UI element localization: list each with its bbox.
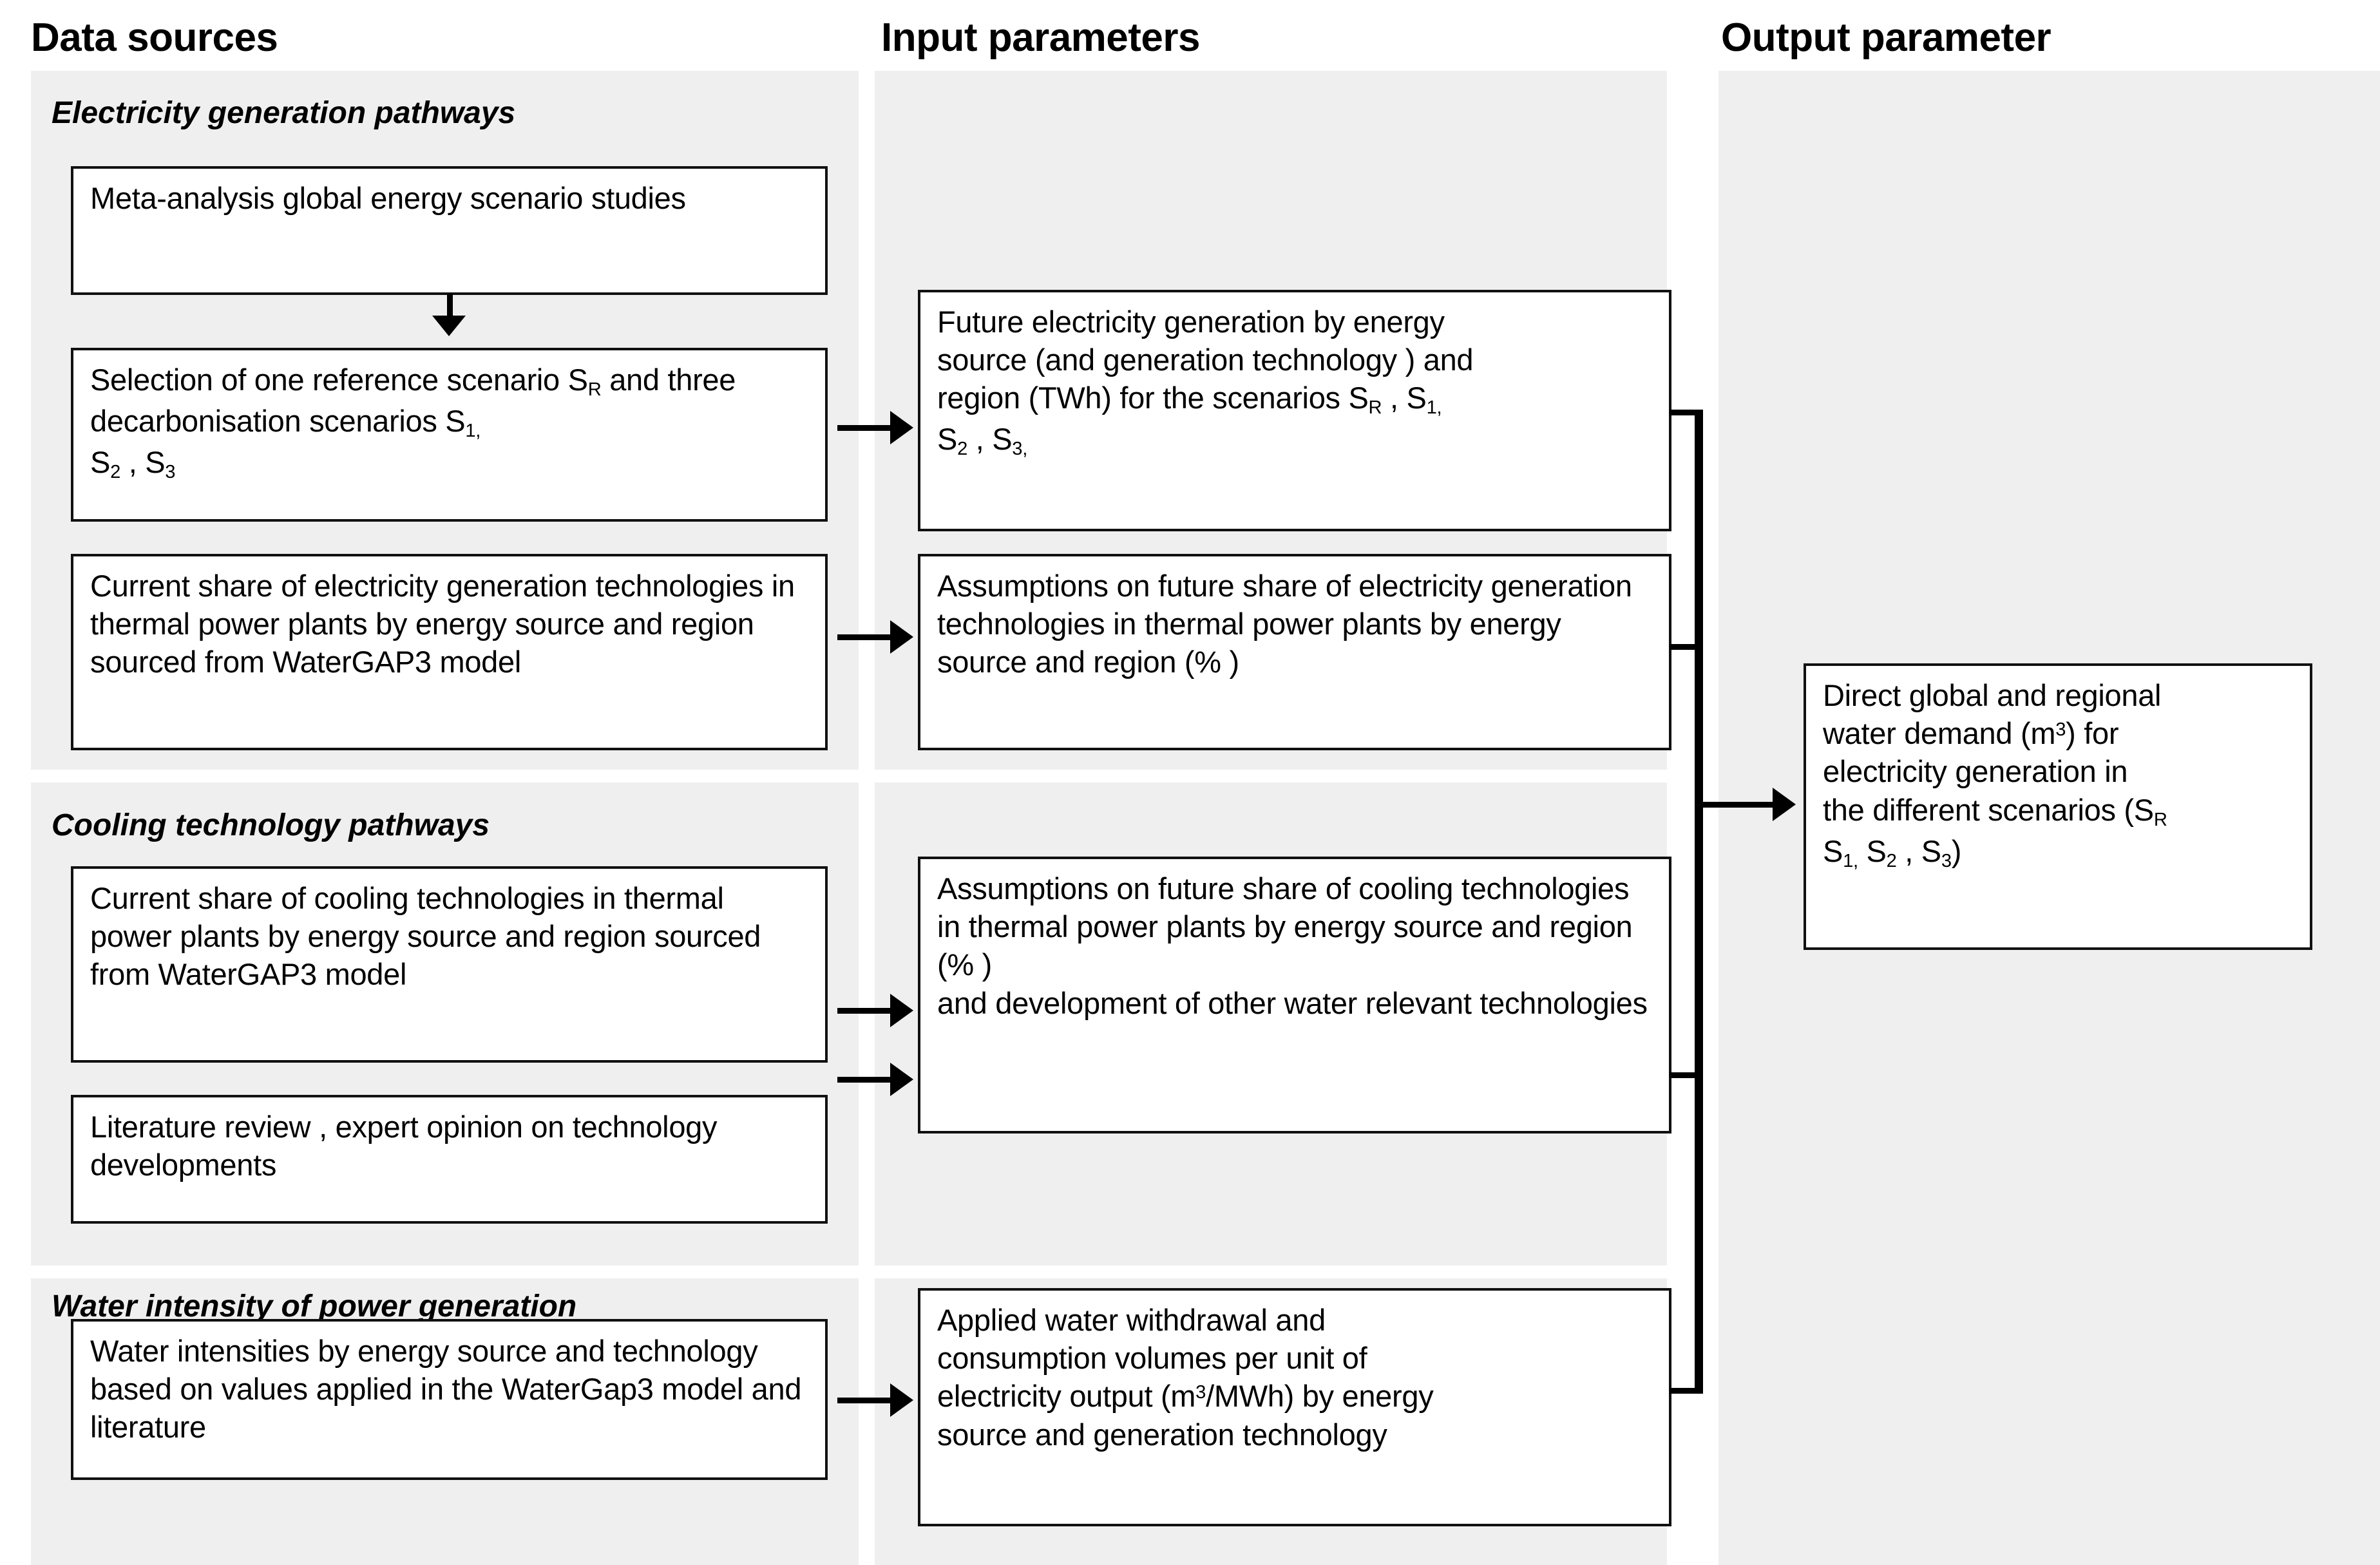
box-applied-water-volumes-text: Applied water withdrawal and consumption …: [937, 1301, 1655, 1454]
box-current-share-electricity-text: Current share of electricity generation …: [90, 569, 795, 679]
future-generation-line4-s2: S: [937, 422, 958, 457]
box-assumptions-electricity-text: Assumptions on future share of electrici…: [937, 569, 1632, 679]
box-assumptions-cooling-text: Assumptions on future share of cooling t…: [937, 871, 1648, 1020]
scenario-selection-s2: S: [90, 444, 111, 479]
connector-scenario-to-future-line: [837, 425, 895, 431]
connector-cooling-share-to-assumptions-arrow: [890, 994, 913, 1027]
group-title-electricity-generation-pathways: Electricity generation pathways: [52, 96, 516, 130]
connector-branch-assumptions-electricity: [1670, 644, 1700, 650]
connector-literature-to-assumptions-line: [837, 1077, 895, 1083]
box-water-intensities-text: Water intensities by energy source and t…: [90, 1334, 802, 1445]
box-future-electricity-generation: Future electricity generation by energy s…: [918, 290, 1671, 531]
output-line5-s1: S: [1823, 833, 1843, 868]
output-line5-s3: , S: [1896, 833, 1941, 868]
future-generation-line1: Future electricity generation by energy: [937, 305, 1445, 339]
box-assumptions-electricity: Assumptions on future share of electrici…: [918, 554, 1671, 750]
box-future-electricity-generation-text: Future electricity generation by energy s…: [937, 303, 1655, 461]
output-line5-s2: S: [1858, 833, 1887, 868]
group-title-water-intensity: Water intensity of power generation: [52, 1289, 577, 1323]
output-line1: Direct global and regional: [1823, 678, 2162, 712]
scenario-selection-pre: Selection of one reference scenario S: [90, 363, 588, 397]
box-direct-water-demand-text: Direct global and regional water demand (…: [1823, 676, 2296, 873]
box-scenario-selection: Selection of one reference scenario SR a…: [71, 348, 828, 522]
box-current-share-electricity: Current share of electricity generation …: [71, 554, 828, 750]
box-current-share-cooling-text: Current share of cooling technologies in…: [90, 881, 761, 992]
output-line2-post: ) for: [2066, 716, 2119, 751]
group-title-cooling-technology-pathways: Cooling technology pathways: [52, 808, 490, 842]
connector-merge-to-output-arrow: [1773, 788, 1796, 821]
box-scenario-selection-text: Selection of one reference scenario SR a…: [90, 361, 811, 484]
future-generation-sub-2: 2: [957, 439, 967, 460]
applied-water-sup-3: 3: [1195, 1382, 1206, 1403]
applied-water-line4: source and generation technology: [937, 1417, 1387, 1452]
box-meta-analysis-text: Meta-analysis global energy scenario stu…: [90, 181, 686, 215]
applied-water-line3-pre: electricity output (m: [937, 1379, 1196, 1414]
scenario-selection-comma: , S: [120, 444, 166, 479]
future-generation-line3-pre: region (TWh) for the scenarios S: [937, 381, 1369, 415]
future-generation-sub-r: R: [1368, 397, 1382, 419]
output-sub-1: 1,: [1843, 850, 1858, 871]
box-literature-review-text: Literature review , expert opinion on te…: [90, 1110, 718, 1182]
box-assumptions-cooling: Assumptions on future share of cooling t…: [918, 857, 1671, 1133]
box-current-share-cooling: Current share of cooling technologies in…: [71, 866, 828, 1063]
box-direct-water-demand: Direct global and regional water demand (…: [1804, 663, 2312, 950]
output-line4-pre: the different scenarios (S: [1823, 792, 2154, 827]
output-sub-3: 3: [1941, 850, 1952, 871]
connector-currentshare-to-assumptions-arrow: [890, 620, 913, 654]
box-applied-water-volumes: Applied water withdrawal and consumption …: [918, 1288, 1671, 1526]
column-heading-output-parameter: Output parameter: [1721, 15, 2052, 60]
connector-cooling-share-to-assumptions-line: [837, 1008, 895, 1014]
scenario-selection-sub-3: 3: [165, 461, 176, 482]
column-heading-input-parameters: Input parameters: [881, 15, 1201, 60]
scenario-selection-sub-r: R: [587, 379, 602, 401]
box-literature-review: Literature review , expert opinion on te…: [71, 1095, 828, 1224]
future-generation-line2: source (and generation technology ) and: [937, 343, 1474, 377]
output-line5-close: ): [1951, 833, 1962, 868]
applied-water-line2: consumption volumes per unit of: [937, 1341, 1367, 1376]
output-sub-2: 2: [1886, 850, 1897, 871]
connector-intensities-to-applied-line: [837, 1398, 895, 1403]
connector-meta-to-scenario-line: [447, 293, 453, 325]
output-line2-pre: water demand (m: [1823, 716, 2056, 751]
column-heading-data-sources: Data sources: [31, 15, 278, 60]
connector-meta-to-scenario-arrow: [432, 316, 466, 336]
applied-water-line1: Applied water withdrawal and: [937, 1303, 1326, 1337]
connector-branch-assumptions-cooling: [1670, 1072, 1700, 1078]
output-line3: electricity generation in: [1823, 754, 2128, 789]
future-generation-line3-mid: , S: [1382, 381, 1427, 415]
scenario-selection-sub-2: 2: [110, 461, 120, 482]
future-generation-sub-1: 1,: [1426, 397, 1442, 419]
future-generation-sub-3: 3,: [1012, 439, 1027, 460]
connector-intensities-to-applied-arrow: [890, 1383, 913, 1417]
output-sub-r: R: [2153, 809, 2167, 830]
connector-branch-future-generation: [1670, 410, 1700, 415]
future-generation-line4-mid: , S: [967, 422, 1013, 457]
applied-water-line3-post: /MWh) by energy: [1206, 1379, 1434, 1414]
output-sup-3: 3: [2055, 719, 2066, 741]
box-water-intensities: Water intensities by energy source and t…: [71, 1319, 828, 1480]
connector-currentshare-to-assumptions-line: [837, 634, 895, 640]
connector-branch-applied-water: [1670, 1388, 1700, 1394]
connector-merge-to-output-line: [1700, 802, 1778, 808]
scenario-selection-sub-1: 1,: [465, 421, 481, 442]
connector-literature-to-assumptions-arrow: [890, 1063, 913, 1096]
box-meta-analysis: Meta-analysis global energy scenario stu…: [71, 166, 828, 295]
connector-merge-spine: [1695, 410, 1703, 1394]
scenario-selection-mid: and three decarbonisation scenarios S: [90, 363, 736, 438]
connector-scenario-to-future-arrow: [890, 411, 913, 444]
